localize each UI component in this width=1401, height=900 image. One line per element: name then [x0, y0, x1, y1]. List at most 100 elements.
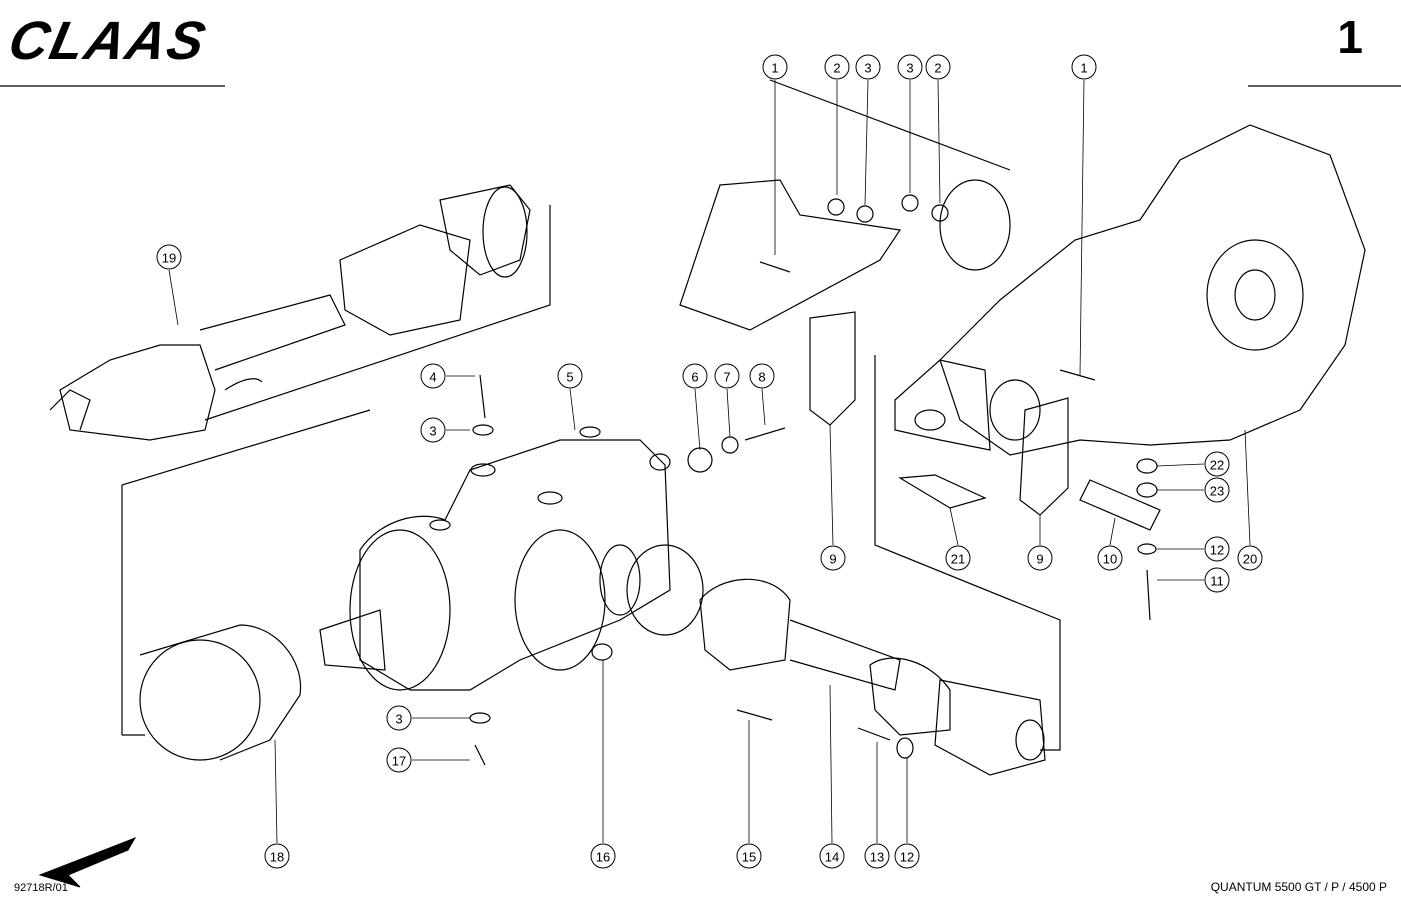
- callout-circle: [714, 363, 740, 389]
- callout-10: 10: [1097, 545, 1123, 571]
- page-number: 1: [1337, 11, 1363, 63]
- drawing-reference: 92718R/01: [14, 882, 68, 894]
- callout-9: 9: [1027, 545, 1053, 571]
- callout-circle: [749, 363, 775, 389]
- callout-circle: [864, 843, 890, 869]
- callout-19: 19: [156, 244, 182, 270]
- nut-2-drawing: [827, 198, 845, 216]
- callout-circle: [820, 545, 846, 571]
- callout-circle: [1204, 567, 1230, 593]
- callout-text: 2: [934, 61, 941, 76]
- callout-1: 1: [1071, 54, 1097, 80]
- callout-text: 15: [742, 850, 756, 865]
- washer-3b-drawing: [469, 712, 491, 724]
- callout-text: 14: [825, 850, 839, 865]
- callout-7: 7: [714, 363, 740, 389]
- callout-18: 18: [264, 843, 290, 869]
- nut-2b-drawing: [931, 204, 949, 222]
- callout-text: 12: [900, 850, 914, 865]
- callout-6: 6: [682, 363, 708, 389]
- callout-circle: [682, 363, 708, 389]
- leader-lines: [168, 79, 1251, 844]
- callout-text: 20: [1243, 552, 1257, 567]
- callout-circle: [1204, 477, 1230, 503]
- callout-8: 8: [749, 363, 775, 389]
- callout-circle: [894, 843, 920, 869]
- bolt-11-drawing: [1146, 569, 1151, 621]
- callout-text: 3: [395, 712, 402, 727]
- callout-circle: [557, 363, 583, 389]
- callout-text: 11: [1210, 574, 1224, 589]
- callout-16: 16: [590, 843, 616, 869]
- pto-shaft-drawing: [49, 184, 531, 441]
- callout-circle: [420, 363, 446, 389]
- cardan-shaft-drawing: [699, 578, 1046, 776]
- callout-text: 8: [758, 370, 765, 385]
- callout-11: 11: [1204, 567, 1230, 593]
- nut-22-drawing: [1136, 458, 1158, 474]
- callout-text: 3: [864, 61, 871, 76]
- callout-circle: [1237, 545, 1263, 571]
- bracket-plate-right-drawing: [1019, 397, 1069, 516]
- callout-text: 2: [833, 61, 840, 76]
- callout-text: 9: [829, 552, 836, 567]
- callout-text: 5: [566, 370, 573, 385]
- callout-3: 3: [420, 417, 446, 443]
- callout-circle: [897, 54, 923, 80]
- main-housing-drawing: [894, 124, 1366, 456]
- callout-12: 12: [894, 843, 920, 869]
- bushing-6-drawing: [687, 447, 713, 473]
- callout-17: 17: [386, 747, 412, 773]
- gearbox-drawing: [319, 426, 671, 691]
- callout-text: 23: [1210, 484, 1224, 499]
- ghost-tube-drawing: [939, 179, 1011, 271]
- washer-7-drawing: [721, 436, 739, 454]
- washer-3d-drawing: [901, 194, 919, 212]
- washer-12b-drawing: [896, 737, 914, 759]
- bracket-plate-left-drawing: [809, 311, 856, 426]
- callout-circle: [1071, 54, 1097, 80]
- callout-text: 18: [270, 850, 284, 865]
- callout-circle: [264, 843, 290, 869]
- callout-circle: [386, 747, 412, 773]
- pin-10-drawing: [1079, 479, 1161, 531]
- washer-3-drawing: [472, 424, 494, 436]
- callout-text: 21: [951, 552, 965, 567]
- callout-text: 13: [870, 850, 884, 865]
- plate-21-drawing: [898, 474, 987, 509]
- callout-2: 2: [824, 54, 850, 80]
- callout-text: 6: [691, 370, 698, 385]
- callout-9: 9: [820, 545, 846, 571]
- callout-text: 12: [1210, 543, 1224, 558]
- callout-3: 3: [897, 54, 923, 80]
- callout-circle: [945, 545, 971, 571]
- callout-circle: [590, 843, 616, 869]
- screw-17-drawing: [474, 744, 486, 766]
- callout-circle: [855, 54, 881, 80]
- shaft-shroud-drawing: [139, 624, 302, 761]
- callout-text: 22: [1210, 458, 1224, 473]
- callout-circle: [736, 843, 762, 869]
- callout-circle: [1027, 545, 1053, 571]
- callout-text: 1: [771, 61, 778, 76]
- callout-circle: [925, 54, 951, 80]
- bolt-15-drawing: [736, 709, 773, 721]
- callout-text: 16: [596, 850, 610, 865]
- callout-3: 3: [386, 705, 412, 731]
- callout-4: 4: [420, 363, 446, 389]
- callout-14: 14: [819, 843, 845, 869]
- callout-circle: [1097, 545, 1123, 571]
- bolt-13-drawing: [857, 727, 891, 741]
- bolt-4-drawing: [479, 374, 486, 419]
- callout-13: 13: [864, 843, 890, 869]
- bolt-1-drawing: [759, 261, 791, 273]
- callout-text: 7: [723, 370, 730, 385]
- callout-12: 12: [1204, 536, 1230, 562]
- nut-16-drawing: [591, 643, 613, 661]
- callout-circle: [156, 244, 182, 270]
- callout-text: 19: [162, 251, 176, 266]
- callout-circle: [762, 54, 788, 80]
- callout-text: 9: [1036, 552, 1043, 567]
- callout-circle: [819, 843, 845, 869]
